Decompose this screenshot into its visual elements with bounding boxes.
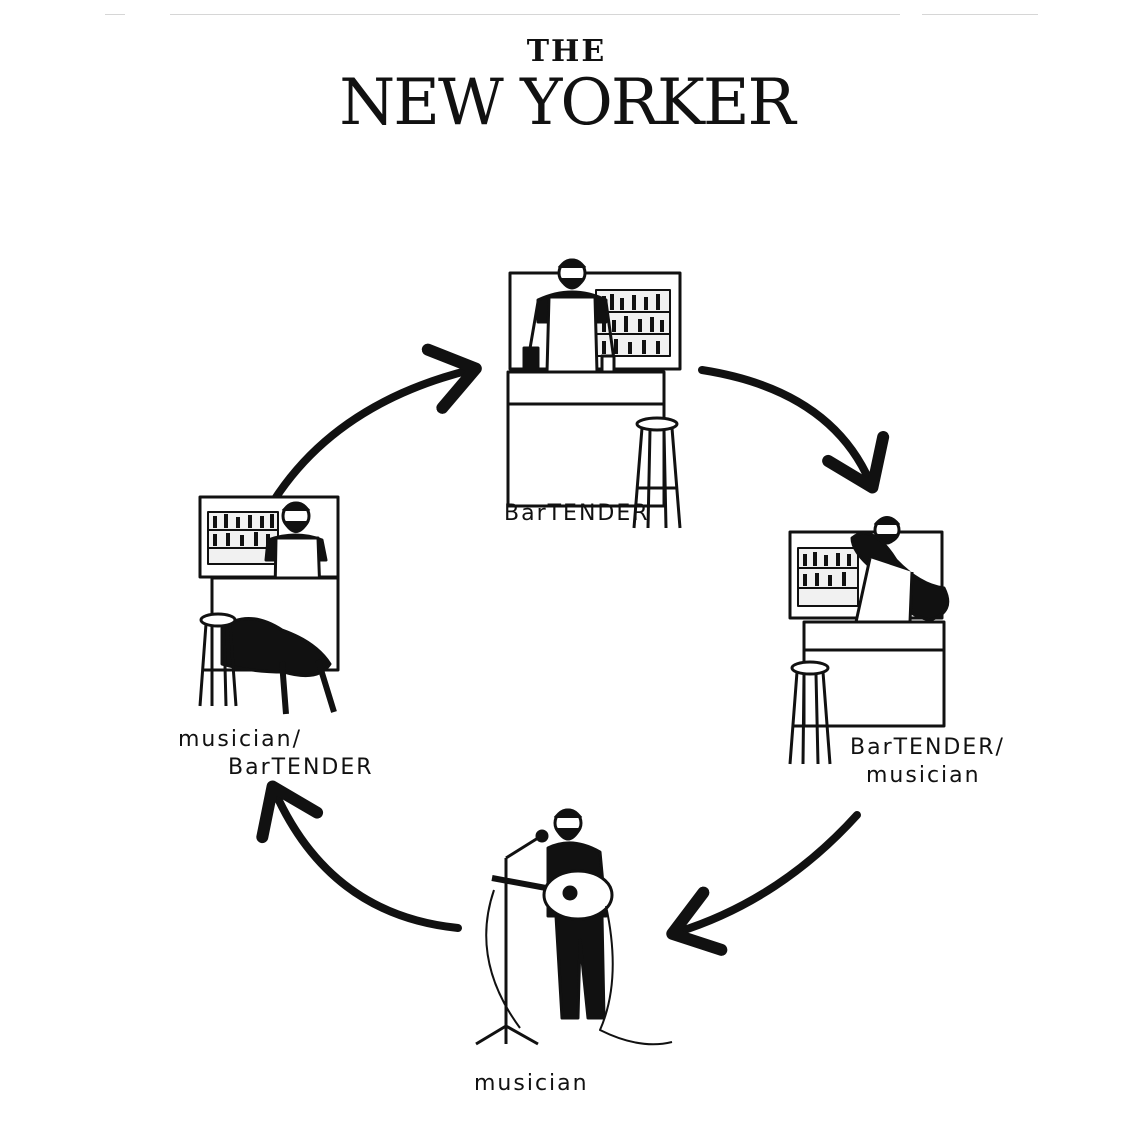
scene-musician xyxy=(475,808,673,1046)
masthead-name: NEW YORKER xyxy=(339,66,795,140)
label-bartender-musician-line2: musician xyxy=(866,763,981,788)
bar-stool xyxy=(790,660,830,676)
curved-arrow-icon xyxy=(698,366,890,494)
curved-arrow-icon xyxy=(666,811,861,956)
label-musician: musician xyxy=(474,1071,589,1096)
guitar-case xyxy=(220,617,332,678)
curved-arrow-icon xyxy=(264,343,482,514)
scene-bartender xyxy=(506,258,682,529)
bar-stool xyxy=(199,612,237,628)
scene-bartender-musician xyxy=(788,516,950,765)
top-rule-left xyxy=(105,14,125,15)
top-rule-right xyxy=(922,14,1038,15)
curved-arrow-icon xyxy=(256,780,462,932)
acoustic-guitar xyxy=(542,869,614,921)
bar-stool xyxy=(635,416,679,432)
top-rule-center xyxy=(170,14,900,15)
apron xyxy=(545,295,599,374)
label-musician-bartender-line1: musician/ xyxy=(178,727,302,752)
cable xyxy=(485,889,673,1046)
label-bartender: BarTENDER xyxy=(504,501,650,526)
cycle-arrows xyxy=(256,343,890,956)
label-bartender-musician-line1: BarTENDER/ xyxy=(850,735,1005,760)
masthead-the: THE xyxy=(526,34,607,69)
masthead-logo: THE NEW YORKER xyxy=(0,34,1133,140)
scene-musician-bartender xyxy=(198,495,340,715)
bar-counter xyxy=(802,620,946,728)
label-musician-bartender-line2: BarTENDER xyxy=(228,755,374,780)
